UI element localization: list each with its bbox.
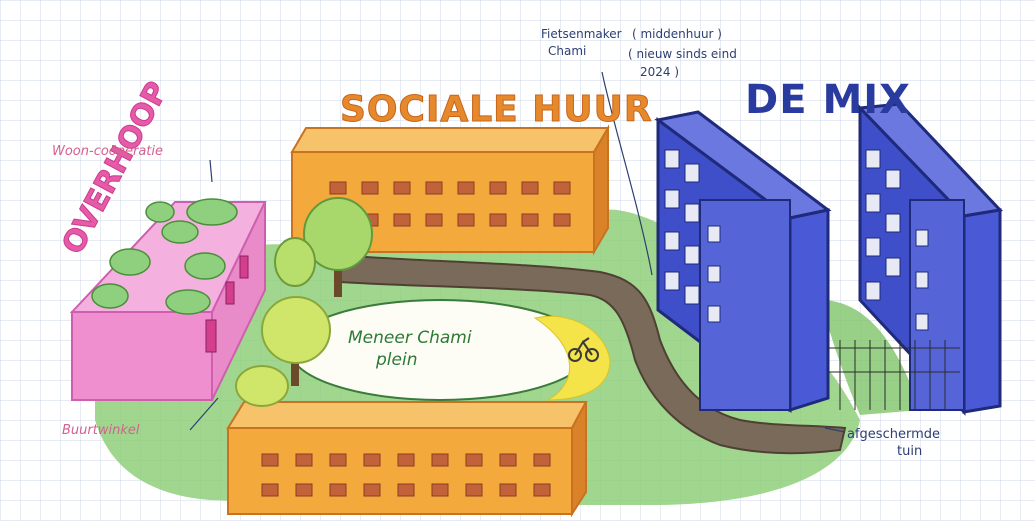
tree-icon bbox=[303, 197, 373, 297]
label-nieuw-sinds-eind: ( nieuw sinds eind bbox=[628, 47, 737, 61]
bicycle-icon bbox=[568, 337, 599, 362]
label-middenhuur: ( middenhuur ) bbox=[632, 27, 722, 41]
label-fietsenmaker: Fietsenmaker bbox=[541, 27, 622, 41]
garden-fence bbox=[828, 340, 960, 410]
sand-area bbox=[533, 315, 611, 401]
tree-icon bbox=[274, 237, 316, 287]
tree-icon bbox=[235, 365, 289, 407]
label-tuin: tuin bbox=[897, 444, 923, 459]
label-buurtwinkel: Buurtwinkel bbox=[62, 423, 140, 438]
label-afgeschermde: afgeschermde bbox=[847, 427, 940, 442]
label-de-mix: DE MIX bbox=[745, 77, 911, 123]
label-plein-name: Meneer Chami bbox=[348, 328, 472, 348]
annotation-arrows bbox=[189, 71, 846, 433]
label-sociale-huur: SOCIALE HUUR bbox=[340, 89, 653, 130]
label-chami: Chami bbox=[548, 44, 587, 58]
square-plaza bbox=[289, 299, 591, 401]
tree-icon bbox=[261, 296, 331, 386]
building-de-mix-right bbox=[856, 102, 1004, 416]
walking-path bbox=[339, 253, 847, 455]
label-woon-cooperatie: Woon-coöperatie bbox=[52, 144, 164, 159]
building-overhoop bbox=[69, 198, 267, 401]
label-jaar: 2024 ) bbox=[640, 65, 680, 79]
label-plein: plein bbox=[376, 350, 418, 370]
building-sociale-huur-bottom bbox=[226, 401, 588, 518]
building-de-mix-left bbox=[654, 110, 832, 414]
bush-icon bbox=[91, 198, 238, 315]
